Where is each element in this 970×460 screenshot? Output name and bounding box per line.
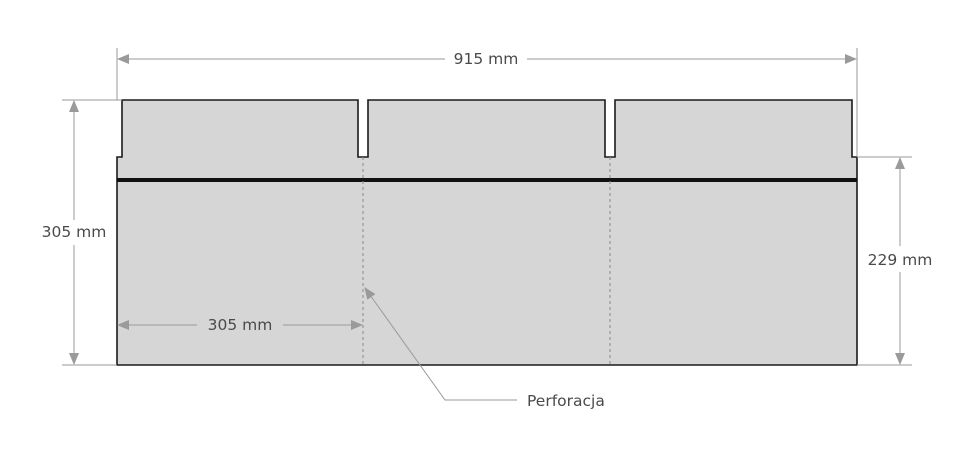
label-lower-height: 229 mm: [868, 251, 933, 269]
shingle-outline: [116, 99, 858, 366]
label-perforation: Perforacja: [527, 392, 605, 410]
perforation-leader-line: [364, 287, 517, 401]
label-total-width: 915 mm: [454, 50, 519, 68]
label-total-height: 305 mm: [42, 223, 107, 241]
label-tab-width: 305 mm: [208, 316, 273, 334]
